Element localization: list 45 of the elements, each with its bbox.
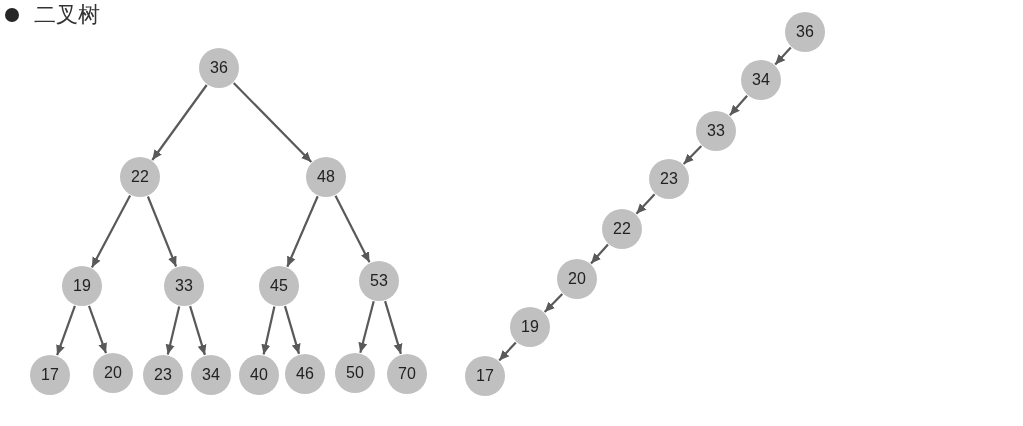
arrow xyxy=(729,94,748,117)
node-value: 34 xyxy=(202,366,220,384)
arrow xyxy=(358,301,375,353)
node-value: 45 xyxy=(270,277,288,295)
node-value: 23 xyxy=(660,170,678,188)
node-value: 46 xyxy=(296,365,314,383)
arrow xyxy=(774,46,792,66)
arrow xyxy=(146,196,178,267)
arrow xyxy=(56,305,76,356)
node-value: 48 xyxy=(317,168,335,186)
arrow xyxy=(232,82,313,163)
arrow xyxy=(682,145,703,165)
node-value: 20 xyxy=(104,364,122,382)
arrow xyxy=(261,306,276,355)
node-value: 50 xyxy=(346,364,364,382)
node-value: 23 xyxy=(154,366,172,384)
node-value: 22 xyxy=(131,168,149,186)
node-value: 33 xyxy=(175,277,193,295)
node-value: 36 xyxy=(210,59,228,77)
node-value: 22 xyxy=(613,220,631,238)
arrow xyxy=(165,306,181,355)
node-value: 34 xyxy=(752,71,770,89)
node-value: 19 xyxy=(521,318,539,336)
node-value: 53 xyxy=(370,272,388,290)
arrow xyxy=(151,84,208,161)
node-value: 17 xyxy=(41,366,59,384)
arrow xyxy=(590,243,609,265)
node-value: 33 xyxy=(707,122,725,140)
node-value: 17 xyxy=(476,367,494,385)
arrow xyxy=(334,195,371,263)
arrow xyxy=(635,193,656,215)
node-value: 19 xyxy=(73,277,91,295)
node-value: 40 xyxy=(250,366,268,384)
node-value: 20 xyxy=(568,270,586,288)
node-value: 36 xyxy=(796,23,814,41)
arrow xyxy=(543,293,564,313)
arrow xyxy=(283,305,301,355)
arrow xyxy=(90,195,132,268)
arrow xyxy=(498,341,517,362)
node-value: 70 xyxy=(398,365,416,383)
arrow xyxy=(87,305,108,354)
arrow xyxy=(384,300,403,355)
arrow xyxy=(189,305,207,356)
title: 二叉树 xyxy=(34,1,100,29)
arrow xyxy=(286,195,319,268)
